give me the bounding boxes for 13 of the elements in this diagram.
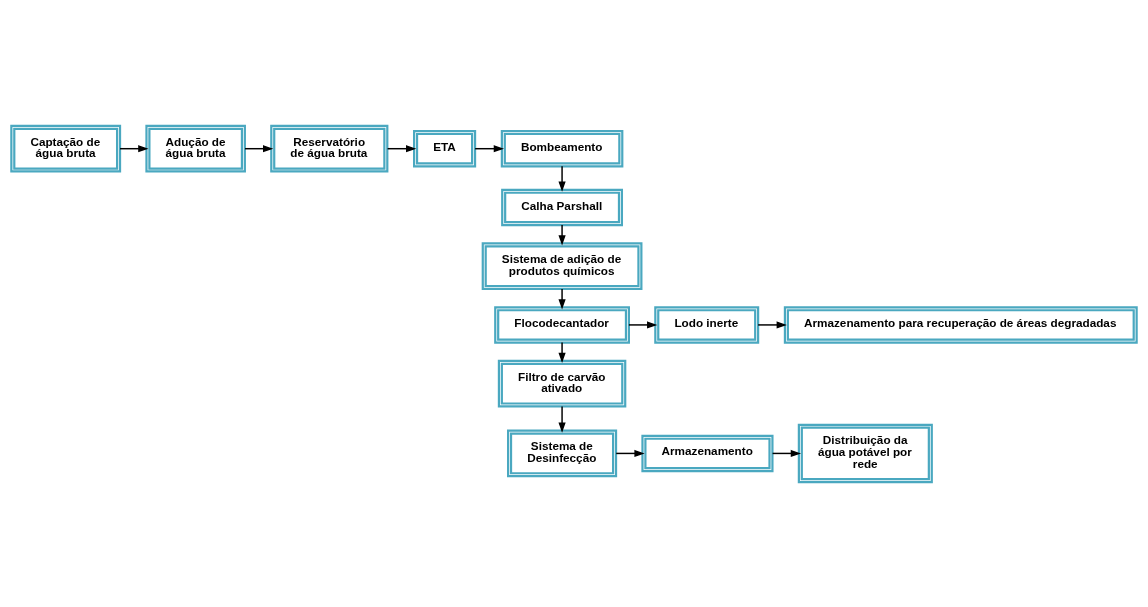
arrow bbox=[628, 320, 658, 329]
arrow bbox=[757, 320, 787, 329]
arrow bbox=[615, 449, 645, 457]
arrow bbox=[771, 449, 802, 457]
arrow bbox=[558, 287, 566, 310]
arrow bbox=[558, 223, 566, 246]
arrow bbox=[558, 405, 566, 433]
arrow bbox=[119, 144, 149, 152]
arrow bbox=[558, 165, 566, 192]
arrow bbox=[558, 341, 566, 363]
arrow bbox=[386, 144, 417, 152]
arrow bbox=[244, 144, 274, 152]
arrow bbox=[474, 144, 505, 152]
